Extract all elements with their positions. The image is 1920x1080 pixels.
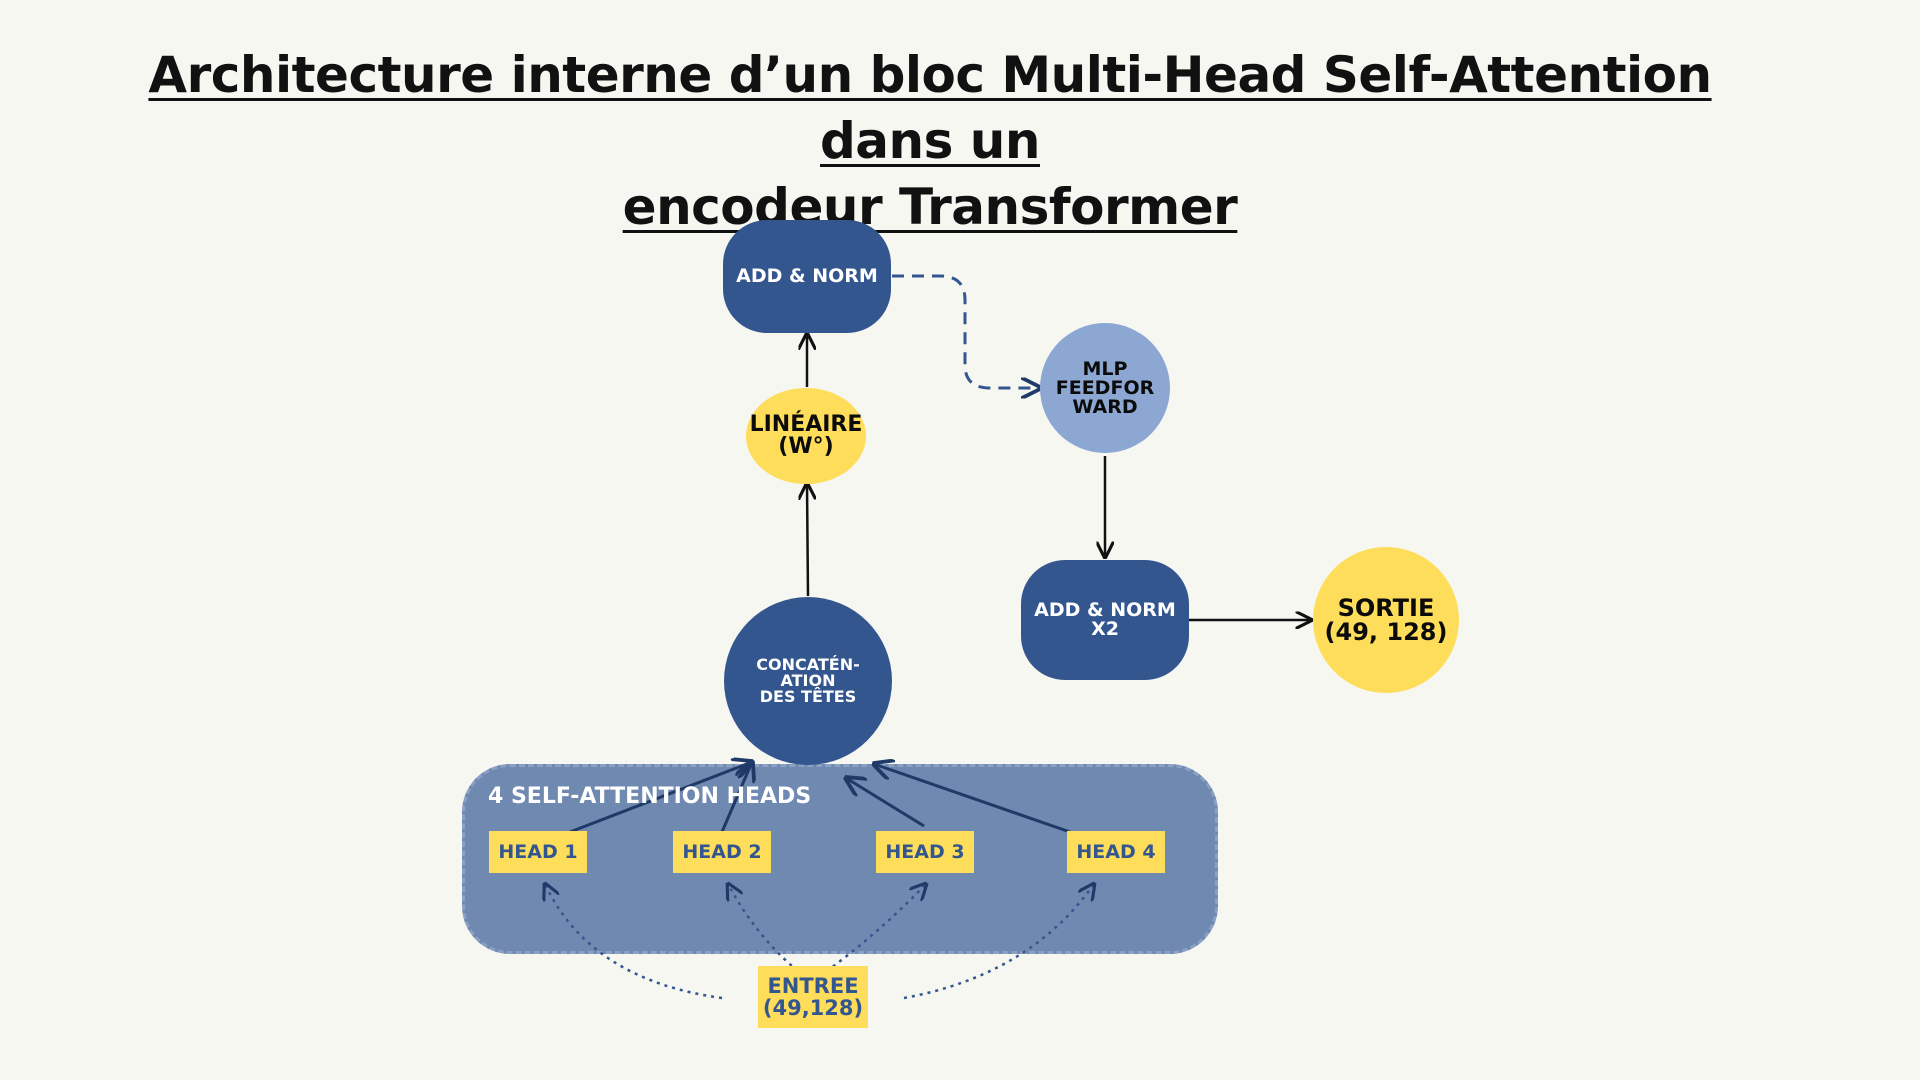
sortie-line2: (49, 128): [1324, 618, 1448, 646]
arrow-addnorm-to-mlp: [892, 274, 1040, 388]
arrow-entree-to-head3: [819, 884, 926, 978]
title-line-1: Architecture interne d’un bloc Multi-Hea…: [148, 46, 1712, 170]
mlp-feedforward-node: MLP FEEDFOR WARD: [1040, 323, 1170, 453]
add-norm-x2-node: ADD & NORM X2: [1021, 560, 1189, 680]
lineaire-node: LINÉAIRE (W°): [746, 388, 866, 484]
arrow-entree-to-head2: [728, 884, 805, 977]
arrow-head1-to-concat: [569, 762, 752, 834]
entree-line2: (49,128): [762, 996, 864, 1020]
head-3-label: HEAD 3: [885, 841, 965, 863]
sortie-line1: SORTIE: [1337, 594, 1435, 622]
head-1-label: HEAD 1: [498, 841, 578, 863]
lineaire-label-line1: LINÉAIRE: [749, 412, 863, 437]
mlp-label-line3: WARD: [1072, 395, 1138, 418]
head-1-box: HEAD 1: [489, 831, 587, 873]
add-norm-x2-line2: X2: [1091, 618, 1119, 640]
head-2-label: HEAD 2: [682, 841, 762, 863]
arrow-head2-to-concat: [720, 762, 752, 833]
lineaire-label-line2: (W°): [778, 434, 834, 459]
arrow-head3-to-concat: [846, 778, 925, 828]
head-3-box: HEAD 3: [876, 831, 974, 873]
concat-line1: CONCATÉN-: [756, 655, 860, 674]
head-4-box: HEAD 4: [1067, 831, 1165, 873]
entree-box: ENTREE (49,128): [758, 966, 868, 1028]
arrow-head4-to-concat: [874, 764, 1071, 834]
concat-line2: ATION: [780, 671, 836, 690]
arrow-entree-to-head4: [903, 884, 1094, 1000]
arrow-entree-to-head1: [545, 884, 723, 1000]
mlp-label-line2: FEEDFOR: [1055, 376, 1155, 399]
add-norm-node: ADD & NORM: [723, 220, 891, 333]
add-norm-label: ADD & NORM: [736, 265, 878, 287]
diagram-title: Architecture interne d’un bloc Multi-Hea…: [100, 42, 1760, 240]
concatenation-node: CONCATÉN- ATION DES TÊTES: [724, 597, 892, 765]
title-line-2: encodeur Transformer: [622, 178, 1238, 236]
arrow-concat-to-lineaire: [807, 484, 808, 597]
head-4-label: HEAD 4: [1076, 841, 1156, 863]
concat-line3: DES TÊTES: [759, 687, 857, 706]
entree-line1: ENTREE: [767, 974, 859, 998]
sortie-node: SORTIE (49, 128): [1313, 547, 1459, 693]
head-2-box: HEAD 2: [673, 831, 771, 873]
mlp-label-line1: MLP: [1082, 357, 1128, 380]
group-label: 4 SELF-ATTENTION HEADS: [488, 784, 812, 809]
add-norm-x2-line1: ADD & NORM: [1034, 599, 1176, 621]
